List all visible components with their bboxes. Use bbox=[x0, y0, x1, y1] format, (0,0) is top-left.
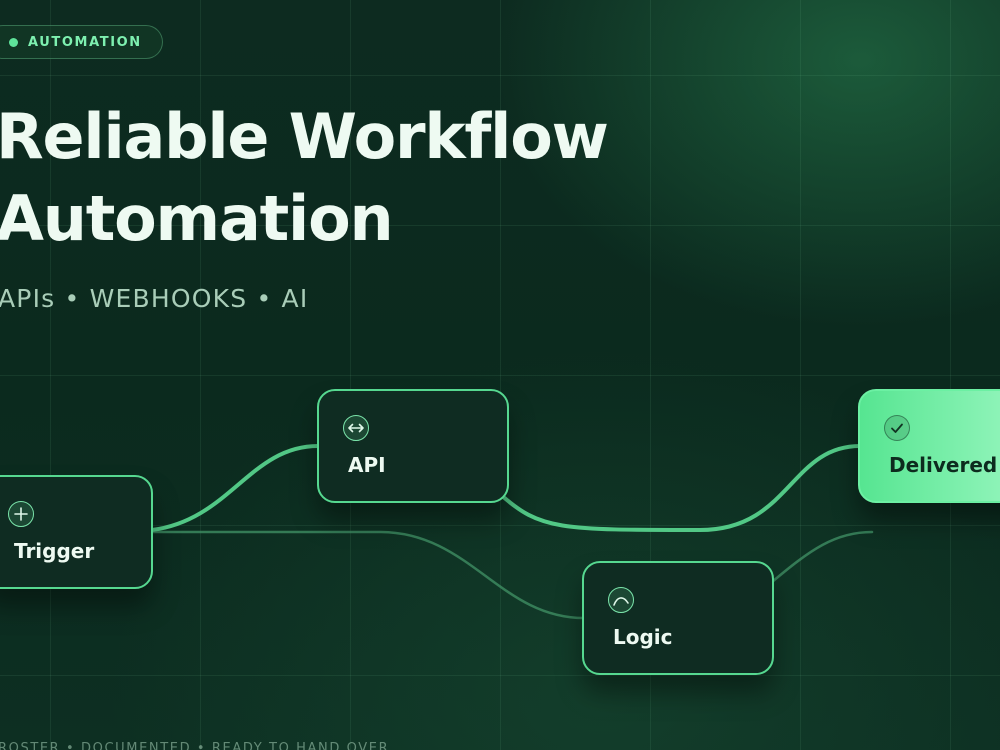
curve-icon bbox=[608, 587, 634, 613]
workflow-node-trigger[interactable]: Trigger bbox=[0, 475, 153, 589]
footer-caption: ROSTER • DOCUMENTED • READY TO HAND OVER bbox=[0, 741, 390, 750]
title-line-1: Reliable Workflow bbox=[0, 100, 609, 173]
node-label-logic: Logic bbox=[613, 625, 673, 649]
workflow-node-logic[interactable]: Logic bbox=[582, 561, 774, 675]
title-line-2: Automation bbox=[0, 182, 394, 255]
badge-label: AUTOMATION bbox=[28, 34, 142, 50]
automation-badge: AUTOMATION bbox=[0, 25, 163, 59]
workflow-node-delivered[interactable]: Delivered bbox=[858, 389, 1000, 503]
check-icon bbox=[884, 415, 910, 441]
workflow-node-api[interactable]: API bbox=[317, 389, 509, 503]
plus-icon bbox=[8, 501, 34, 527]
page-subtitle: APIs • WEBHOOKS • AI bbox=[0, 284, 309, 313]
page-title: Reliable Workflow Automation bbox=[0, 96, 609, 260]
connector-logic-delivered bbox=[770, 530, 874, 584]
node-label-trigger: Trigger bbox=[14, 539, 95, 563]
connector-trigger-logic bbox=[150, 530, 586, 620]
arrows-horizontal-icon bbox=[343, 415, 369, 441]
node-label-api: API bbox=[348, 453, 386, 477]
status-dot-icon bbox=[9, 37, 18, 47]
connector-api-delivered bbox=[498, 444, 862, 533]
connector-trigger-api bbox=[150, 444, 320, 532]
node-label-delivered: Delivered bbox=[889, 453, 998, 477]
